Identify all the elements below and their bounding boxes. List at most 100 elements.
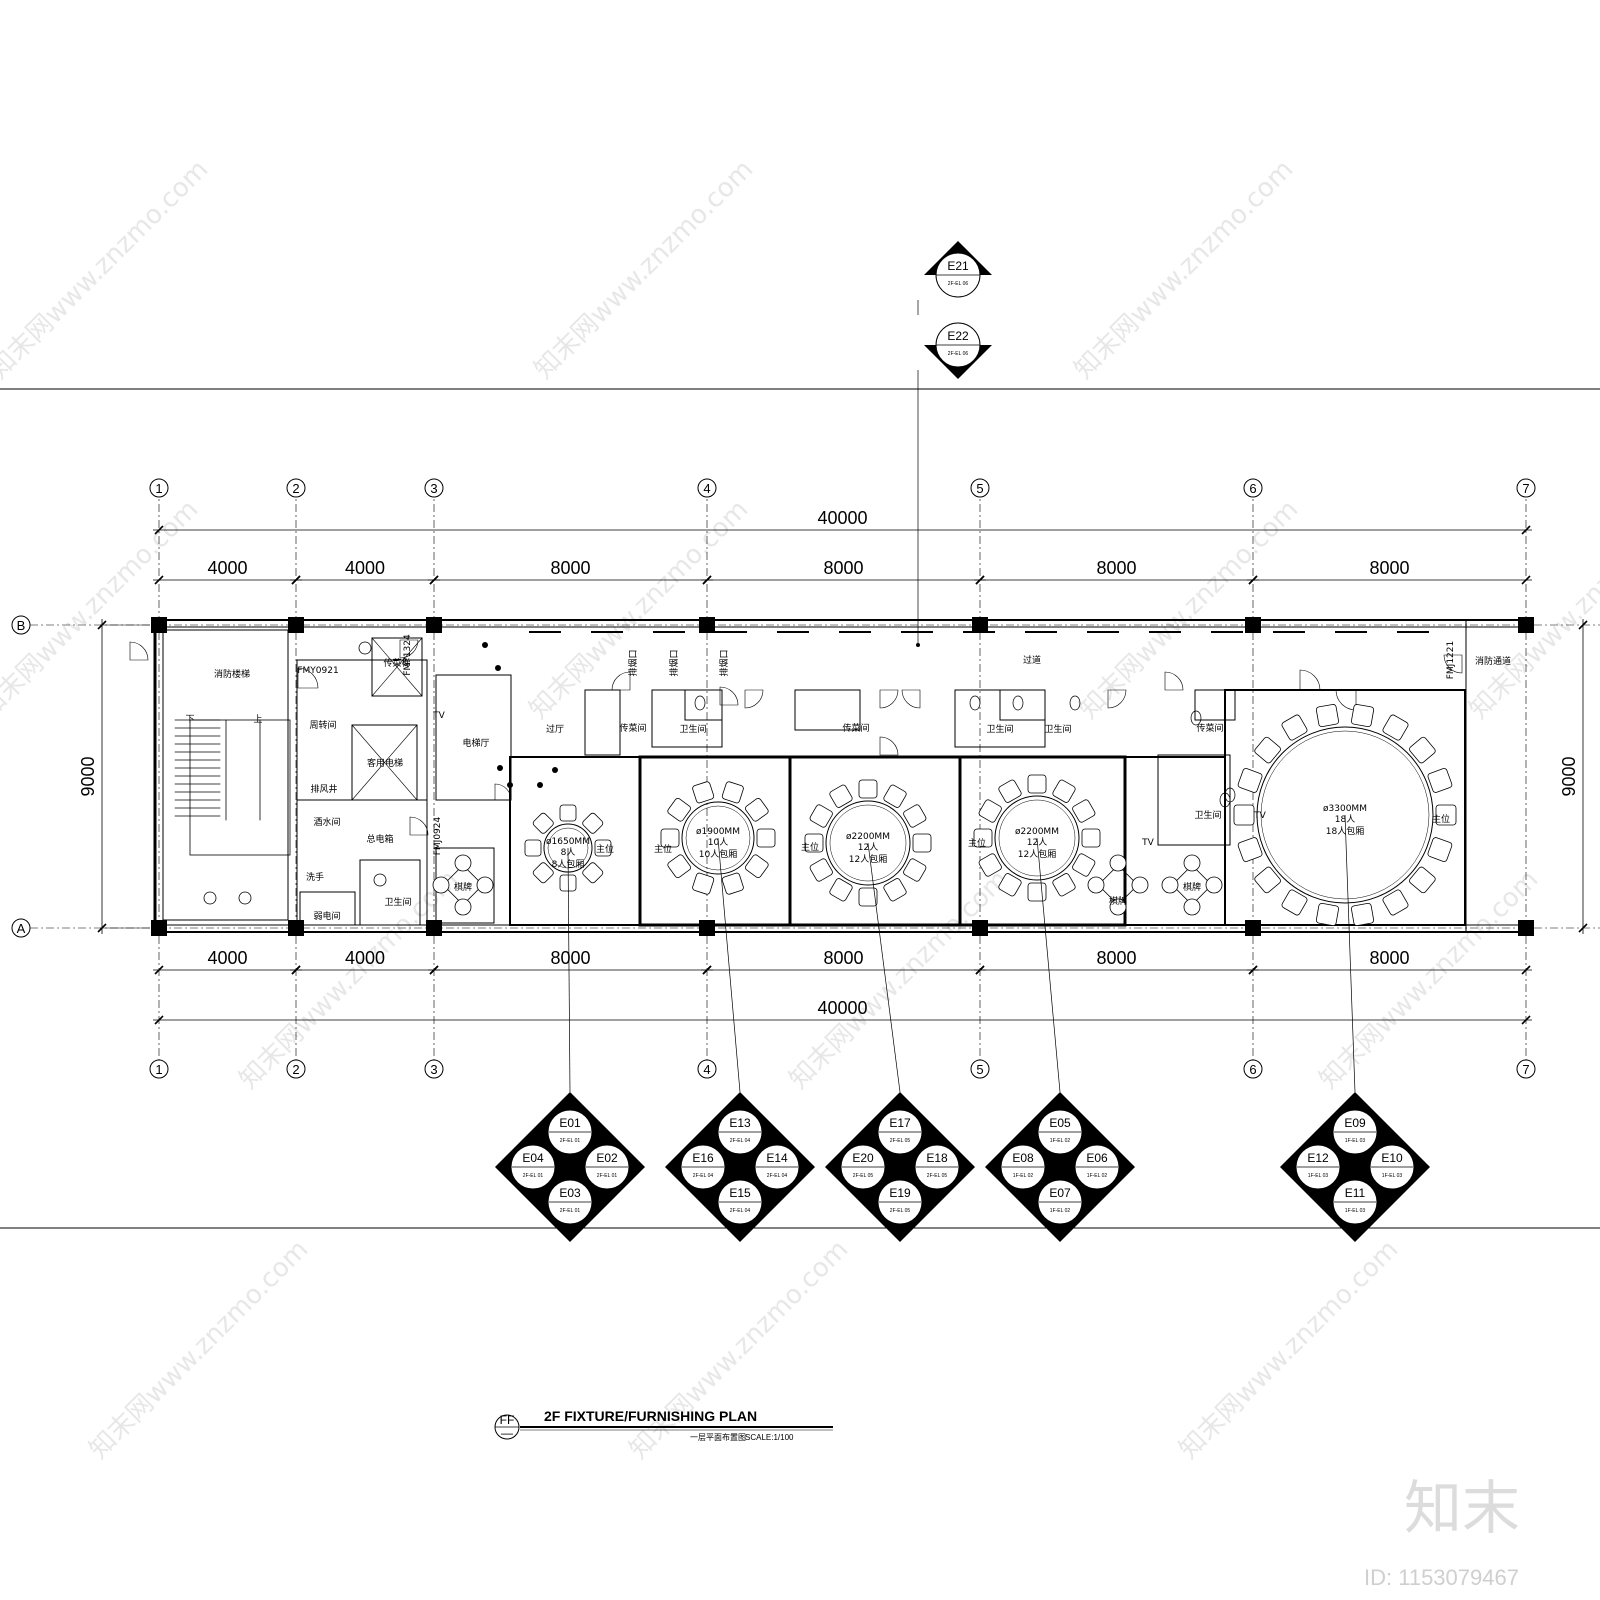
title-sub: 一层平面布置图 <box>690 1432 746 1442</box>
elev-e01-id: E01 <box>559 1116 581 1130</box>
fixture-dot <box>552 767 558 773</box>
dining-table-3-table-inner <box>829 804 907 882</box>
dining-table-5-chair <box>1315 902 1339 926</box>
wc-strip-1 <box>651 689 723 748</box>
label-tv-2: TV <box>1253 811 1266 821</box>
column <box>1518 920 1534 936</box>
elev-group-diamond-1 <box>495 1092 645 1242</box>
elev-group-diamond-2 <box>665 1092 815 1242</box>
column <box>972 920 988 936</box>
axis-bubble-bottom-4 <box>697 1059 717 1079</box>
elev-e06-id: E06 <box>1086 1151 1108 1165</box>
dining-table-3-chair <box>829 784 853 808</box>
dim-total-top-text: 40000 <box>817 508 867 528</box>
elev-e19-ref: 2F-EL 05 <box>890 1208 911 1214</box>
elev-e17-ref: 2F-EL 05 <box>890 1138 911 1144</box>
axis-label-bottom-7: 7 <box>1522 1062 1529 1077</box>
room-labels: 消防楼梯下上FMY0921周转间传菜梯排风井客用电梯电梯厅酒水间总电箱弱电间洗手… <box>185 634 1511 922</box>
door-swing <box>409 816 429 836</box>
dim-bay-bottom-4-tick <box>702 965 712 975</box>
elev-e06-ref: 1F-EL 02 <box>1087 1173 1108 1179</box>
dining-table-5-chair <box>1382 714 1409 741</box>
elev-marker-e22-id: E22 <box>947 329 969 343</box>
axis-label-top-7: 7 <box>1522 481 1529 496</box>
toilet-fixture <box>694 695 706 711</box>
door-swing <box>129 641 149 661</box>
dining-table-5-chair <box>1351 902 1375 926</box>
door-swing <box>399 639 419 659</box>
mahjong-3-seat <box>1161 876 1179 894</box>
dining-table-3-chair <box>903 858 927 882</box>
basin-fixture <box>358 641 372 655</box>
serve-room-3 <box>1194 689 1236 721</box>
axis-bubble-top-3 <box>424 478 444 498</box>
dim-bay-top-2-text: 4000 <box>345 558 385 578</box>
dining-table-1-chair <box>594 839 612 857</box>
column <box>1245 617 1261 633</box>
label-wc-3: 卫生间 <box>1044 723 1071 735</box>
dining-table-2-chair <box>667 854 691 878</box>
elev-e13-ref: 2F-EL 04 <box>730 1138 751 1144</box>
elev-e14-id: E14 <box>766 1151 788 1165</box>
dim-total-bottom-text: 40000 <box>817 998 867 1018</box>
weak-room <box>299 891 356 926</box>
axis-label-bottom-1: 1 <box>155 1062 162 1077</box>
dim-bay-top-1-text: 4000 <box>207 558 247 578</box>
dining-table-4-chair <box>1072 853 1096 877</box>
dim-bay-bottom-3-tick <box>429 965 439 975</box>
table-size-3: ø2200MM <box>846 832 890 842</box>
dining-table-5-chair <box>1233 804 1255 826</box>
dim-bay-bottom-2-text: 4000 <box>345 948 385 968</box>
elev-e13-id: E13 <box>729 1116 751 1130</box>
elev-e16-id: E16 <box>692 1151 714 1165</box>
fixture-dot <box>482 642 488 648</box>
label-up: 上 <box>253 714 262 725</box>
table-size-2: ø1900MM <box>696 827 740 837</box>
stair-landing <box>189 719 291 856</box>
watermark-text: 知末网www.znzmo.com <box>84 1234 315 1465</box>
mahjong-2-table <box>1097 864 1139 906</box>
elev-e20-id: E20 <box>852 1151 874 1165</box>
dining-table-1-chair <box>559 804 577 822</box>
label-lift-hall: 电梯厅 <box>462 737 489 749</box>
column <box>288 920 304 936</box>
title-main: 2F FIXTURE/FURNISHING PLAN <box>544 1408 757 1424</box>
table-guests-2: 10人 <box>708 837 728 848</box>
title-badge-top: FF <box>500 1413 515 1427</box>
elev-e15-id: E15 <box>729 1186 751 1200</box>
dining-table-1-chair <box>532 812 554 834</box>
dining-table-4-chair <box>998 779 1022 803</box>
elev-e08-id: E08 <box>1012 1151 1034 1165</box>
door-swing <box>1443 654 1463 674</box>
label-exhaust: 排风井 <box>310 783 337 795</box>
elev-group-leader-1 <box>567 847 571 1093</box>
table-guests-4: 12人 <box>1027 837 1047 848</box>
dim-bay-bottom-4-text: 8000 <box>823 948 863 968</box>
table-label-3: 12人包厢 <box>849 853 887 865</box>
fixture-dot <box>537 782 543 788</box>
elev-e05-ref: 1F-EL 02 <box>1050 1138 1071 1144</box>
door-swing <box>494 783 512 801</box>
column <box>699 617 715 633</box>
door-swing <box>297 667 319 689</box>
table-label-2: 10人包厢 <box>699 848 737 860</box>
dim-total-top-tick <box>1521 525 1531 535</box>
brand-id: ID: 1153079467 <box>1364 1565 1519 1590</box>
elev-e07-ref: 1F-EL 02 <box>1050 1208 1071 1214</box>
dining-table-5-chair <box>1237 768 1263 793</box>
axis-bubble-bottom-6 <box>1243 1059 1263 1079</box>
label-wc-2: 卫生间 <box>986 723 1013 735</box>
toilet-fixture <box>1219 792 1231 808</box>
dining-table-4-chair <box>1027 774 1047 794</box>
door-swing <box>744 689 764 709</box>
elev-group-leader-3 <box>867 842 901 1093</box>
axis-bubble-top-5 <box>970 478 990 498</box>
label-wc-core: 卫生间 <box>384 896 411 908</box>
table-size-1: ø1650MM <box>546 837 590 847</box>
axis-bubble-bottom-7 <box>1516 1059 1536 1079</box>
column <box>426 617 442 633</box>
dining-table-3-chair <box>912 833 932 853</box>
table-size-5: ø3300MM <box>1323 804 1367 814</box>
